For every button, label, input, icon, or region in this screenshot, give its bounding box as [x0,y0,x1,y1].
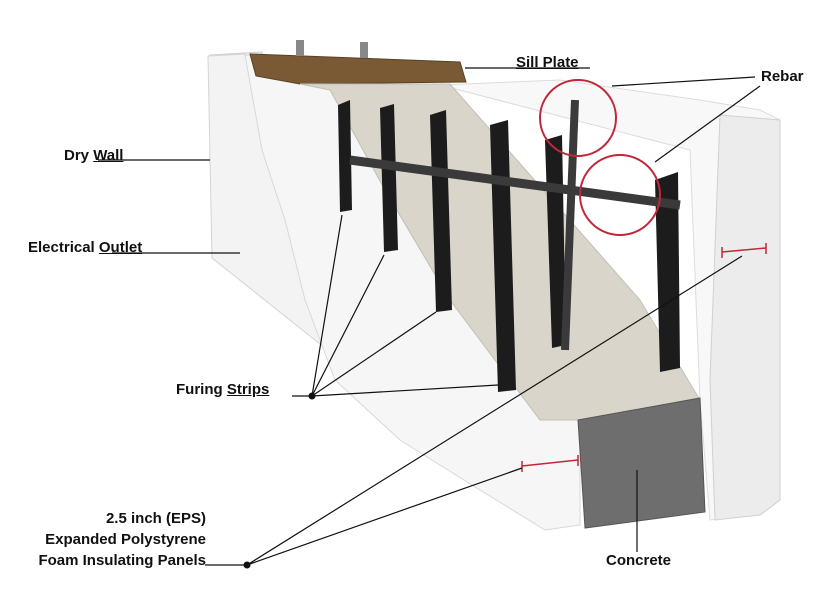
dry-wall-label: Dry Wall [64,147,124,164]
electrical-outlet-label: Electrical Outlet [28,239,143,256]
anchor-bolt [360,42,368,58]
rebar-callout-circle [539,79,617,157]
thickness-marker [521,243,767,472]
eps-panels-label: 2.5 inch (EPS) Expanded Polystyrene Foam… [38,510,206,569]
concrete-label: Concrete [606,552,672,569]
sill-plate-wood [249,53,467,85]
furing-strips-label: Furing Strips [176,381,270,398]
furring-strip-group [338,100,680,392]
rebar-callout-circle [579,154,661,236]
rebar-label: Rebar [761,68,804,85]
concrete-end-face [577,397,706,529]
leader-dot [243,561,251,569]
rebar-group [349,99,681,351]
eps-foam-panel-right-edge [709,114,781,521]
sill-plate-label: Sill Plate [516,54,579,71]
leader-lines [98,67,761,566]
leader-dot [308,392,316,400]
anchor-bolt [296,40,304,56]
